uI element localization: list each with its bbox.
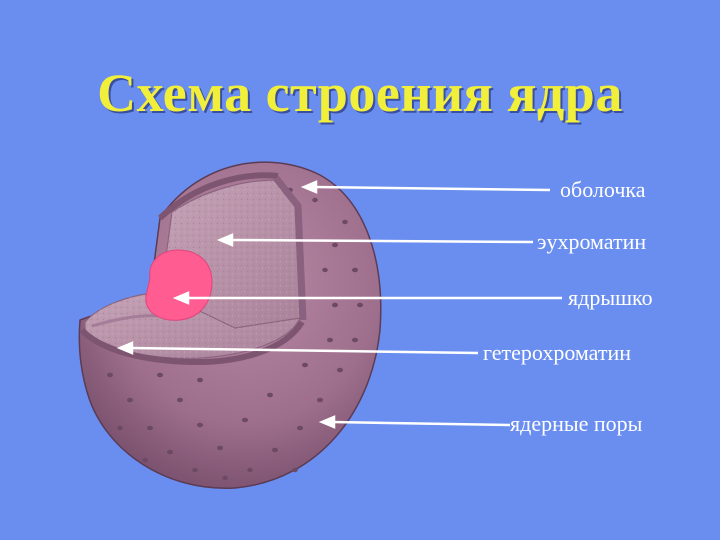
arrow-euchromatin — [229, 238, 534, 244]
arrow-pores — [331, 420, 511, 427]
label-nuclear-pores: ядерные поры — [510, 411, 643, 436]
label-nucleolus: ядрышко — [568, 285, 653, 310]
page-title: Схема строения ядра — [97, 63, 623, 123]
arrow-heterochromatin — [129, 346, 479, 355]
label-heterochromatin: гетерохроматин — [483, 340, 632, 365]
cut-horizontal-face — [79, 291, 305, 366]
label-envelope: оболочка — [560, 177, 646, 202]
label-euchromatin: эухроматин — [537, 229, 647, 254]
nucleolus — [145, 249, 213, 321]
nuclear-pores — [107, 187, 363, 481]
arrow-envelope — [313, 185, 551, 192]
pointer-arrows — [116, 180, 562, 429]
